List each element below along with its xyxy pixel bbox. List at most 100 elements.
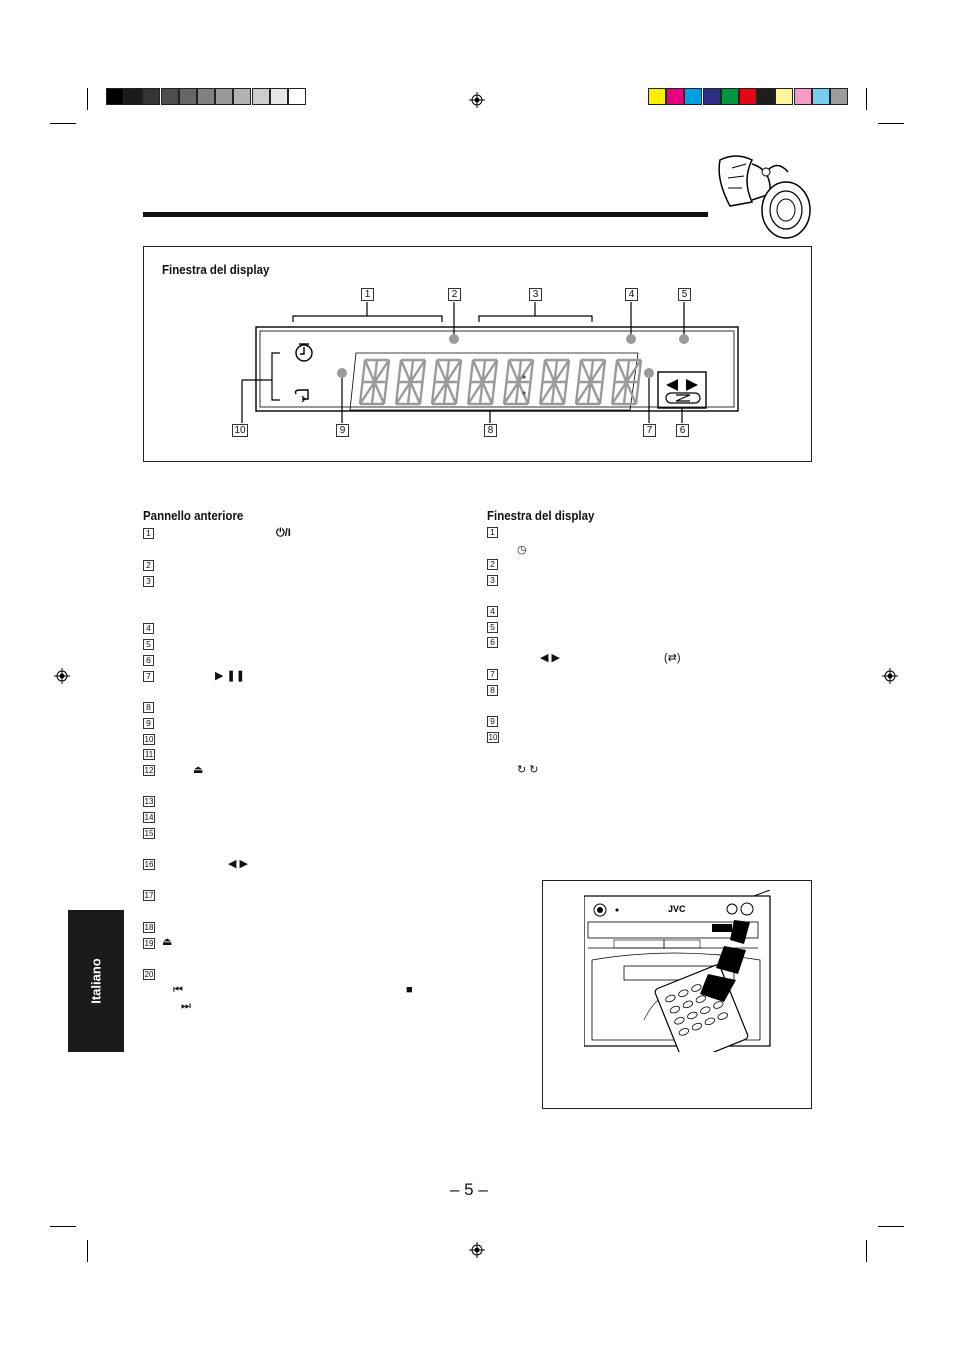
crop-mark [87,88,88,110]
color-swatch [648,88,666,105]
color-swatch [775,88,794,105]
index-number: 5 [143,639,154,650]
index-number: 8 [143,702,154,713]
color-swatch [757,88,776,105]
color-swatch [251,88,270,105]
display-digit [502,358,535,406]
display-digit [610,358,643,406]
index-number: 9 [143,718,154,729]
color-swatch [702,88,721,105]
color-swatch [684,88,703,105]
index-number: 5 [487,622,498,633]
eject-icon: ⏏ [162,936,173,948]
index-number: 15 [143,828,155,839]
index-number: 4 [487,606,498,617]
play-pause-icon: ▶ ❚❚ [215,670,245,682]
callout-label: 1 [361,288,374,301]
color-swatch [124,88,143,105]
display-window-heading: Finestra del display [487,509,595,523]
display-colon [522,375,526,379]
registration-mark-icon [469,92,485,108]
index-number: 16 [143,859,155,870]
index-number: 1 [487,527,498,538]
display-digit [574,358,607,406]
index-number: 2 [487,559,498,570]
display-figure-title: Finestra del display [162,263,270,277]
callout-label: 3 [529,288,542,301]
eject-icon: ⏏ [193,764,204,776]
index-number: 8 [487,685,498,696]
crop-mark [878,123,904,124]
color-swatch [793,88,812,105]
callout-label: 2 [448,288,461,301]
color-swatch [142,88,161,105]
index-number: 14 [143,812,155,823]
skip-back-icon: ⏮ [173,984,183,996]
callout-label: 4 [625,288,638,301]
remote-illustration-frame [542,880,812,1109]
display-digit [430,358,463,406]
index-number: 1 [143,528,154,539]
section-rule [143,212,708,217]
index-number: 20 [143,969,155,980]
index-number: 12 [143,765,155,776]
index-number: 2 [143,560,154,571]
reverse-mode-icon: ◀ ▶ [540,652,560,664]
index-number: 11 [143,749,155,760]
index-number: 6 [487,637,498,648]
color-swatch [215,88,234,105]
standby-on-icon: ⏻/I [276,527,291,539]
crop-mark [50,123,76,124]
page-number: – 5 – [450,1180,488,1199]
index-number: 13 [143,796,155,807]
color-swatch [178,88,197,105]
reverse-mode-icon: ◀ ▶ [228,858,248,870]
index-number: 3 [143,576,154,587]
remote-control-illustration: JVC [584,890,771,1052]
color-swatch [288,88,306,105]
callout-label: 5 [678,288,691,301]
reverse-mode-indicator-icon: (⇄) [664,652,681,664]
gramophone-horn-icon [718,155,811,239]
index-number: 10 [487,732,499,743]
index-number: 7 [143,671,154,682]
color-swatch [160,88,179,105]
callout-label: 7 [643,424,656,437]
index-number: 10 [143,734,155,745]
crop-mark [866,88,867,110]
crop-mark [50,1226,76,1227]
color-swatch [739,88,757,105]
index-number: 3 [487,575,498,586]
stop-icon: ■ [406,984,413,996]
skip-forward-icon: ⏭ [181,1000,191,1012]
registration-mark-icon [882,668,898,684]
callout-label: 8 [484,424,497,437]
display-digit [538,358,571,406]
index-number: 19 [143,938,155,949]
display-digit [466,358,499,406]
crop-mark [878,1226,904,1227]
repeat-icon: ↻ ↻ [517,764,539,776]
display-digit [394,358,427,406]
color-swatch [830,88,848,105]
index-number: 7 [487,669,498,680]
index-number: 6 [143,655,154,666]
crop-mark [87,1240,88,1262]
index-number: 18 [143,922,155,933]
color-swatch [233,88,252,105]
callout-label: 6 [676,424,689,437]
callout-label: 10 [232,424,248,437]
display-diagram [241,302,739,423]
display-figure [143,246,812,462]
color-swatch [720,88,739,105]
color-swatch [197,88,215,105]
callout-label: 9 [336,424,349,437]
color-swatch [269,88,288,105]
index-number: 4 [143,623,154,634]
index-number: 9 [487,716,498,727]
color-swatch [811,88,830,105]
display-digit [358,358,391,406]
color-swatch [666,88,685,105]
front-panel-heading: Pannello anteriore [143,509,244,523]
index-number: 17 [143,890,155,901]
